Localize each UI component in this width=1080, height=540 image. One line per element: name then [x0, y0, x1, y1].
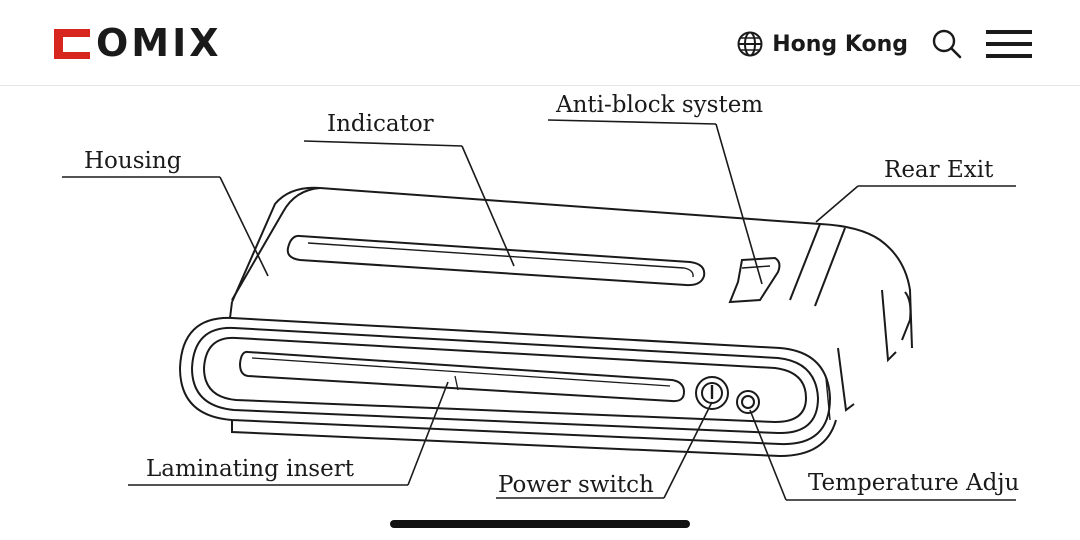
- search-icon[interactable]: [930, 27, 964, 61]
- globe-icon: [737, 31, 763, 57]
- callout-lines: [62, 119, 1016, 501]
- label-indicator: Indicator: [327, 111, 434, 137]
- brand-logo[interactable]: OMIX: [50, 22, 222, 64]
- brand-name: OMIX: [96, 21, 222, 65]
- label-power-switch: Power switch: [498, 472, 654, 498]
- laminator-drawing: [178, 186, 913, 458]
- label-temperature-adjust: Temperature Adju: [808, 470, 1019, 496]
- label-rear-exit: Rear Exit: [884, 157, 994, 183]
- region-label: Hong Kong: [772, 31, 908, 57]
- header-actions: Hong Kong: [736, 22, 1032, 66]
- region-selector[interactable]: Hong Kong: [736, 30, 908, 58]
- label-laminating-insert: Laminating insert: [146, 456, 355, 482]
- label-housing: Housing: [84, 148, 182, 174]
- laminator-diagram: Housing Indicator Anti-block system Rear…: [62, 92, 1019, 501]
- comix-logo-mark-icon: [54, 29, 90, 59]
- home-indicator-bar[interactable]: [390, 520, 690, 528]
- label-anti-block-system: Anti-block system: [555, 92, 763, 118]
- hamburger-menu-icon[interactable]: [986, 27, 1032, 61]
- site-header: OMIX Hong Kong: [0, 0, 1080, 86]
